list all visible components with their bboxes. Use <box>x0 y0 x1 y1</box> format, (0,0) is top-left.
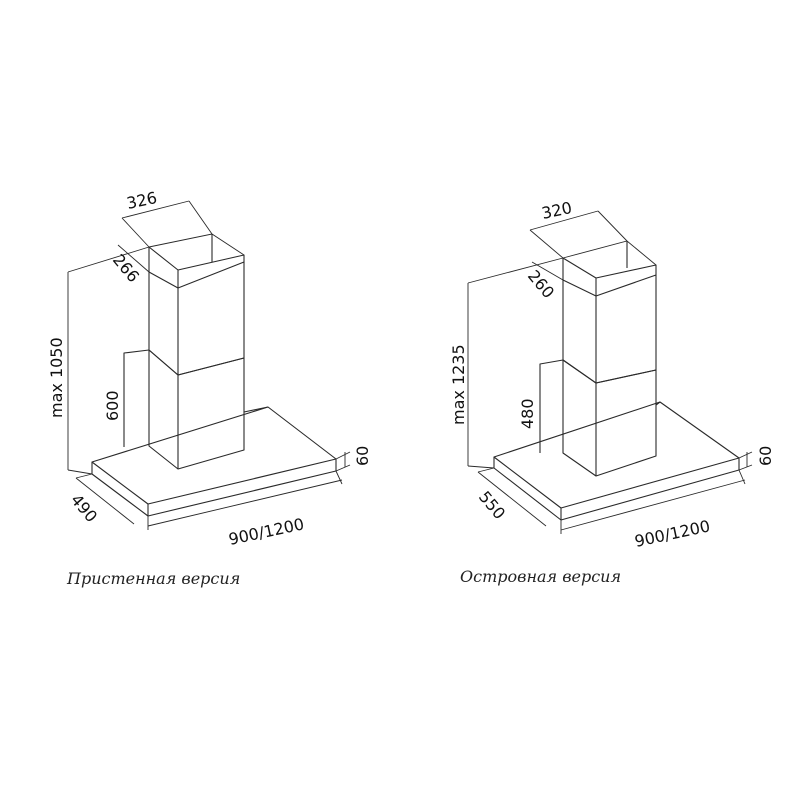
island-back-line <box>539 359 564 453</box>
island-dim-canopy-width: 900/1200 <box>633 516 712 551</box>
wall-dim-canopy-height: 60 <box>353 446 372 466</box>
island-canopy-height-dimension <box>738 451 753 471</box>
island-dim-lower-chimney: 480 <box>518 398 537 429</box>
wall-dim-top-depth: 266 <box>109 250 143 286</box>
wall-dim-lower-chimney: 600 <box>103 390 122 421</box>
island-upper-chimney <box>562 240 657 384</box>
wall-dim-total-height: max 1050 <box>47 337 66 418</box>
island-canopy-width-dimension <box>560 469 746 534</box>
wall-dim-canopy-width: 900/1200 <box>227 514 306 549</box>
island-height-dimension <box>467 257 564 469</box>
wall-canopy <box>91 406 337 517</box>
wall-top-dimension <box>117 200 213 273</box>
wall-back-line <box>123 349 150 447</box>
island-dim-canopy-height: 60 <box>756 446 775 466</box>
island-hood-drawing <box>467 210 753 534</box>
wall-canopy-depth-dimension <box>75 473 135 525</box>
wall-dim-top-width: 326 <box>125 188 159 213</box>
wall-canopy-width-dimension <box>147 470 343 530</box>
island-version-caption: Островная версия <box>460 567 621 586</box>
island-canopy-depth-dimension <box>477 467 547 527</box>
wall-upper-chimney <box>148 233 245 376</box>
island-lower-chimney <box>562 359 657 477</box>
wall-dim-canopy-depth: 490 <box>67 490 101 526</box>
wall-canopy-height-dimension <box>335 451 351 472</box>
wall-version-caption: Пристенная версия <box>66 569 240 588</box>
wall-hood-drawing <box>67 200 351 530</box>
island-dim-total-height: max 1235 <box>449 344 468 425</box>
wall-height-dimension <box>67 246 150 475</box>
island-top-dimension <box>529 210 628 281</box>
wall-lower-chimney <box>148 349 245 470</box>
island-dim-top-depth: 260 <box>524 266 558 302</box>
